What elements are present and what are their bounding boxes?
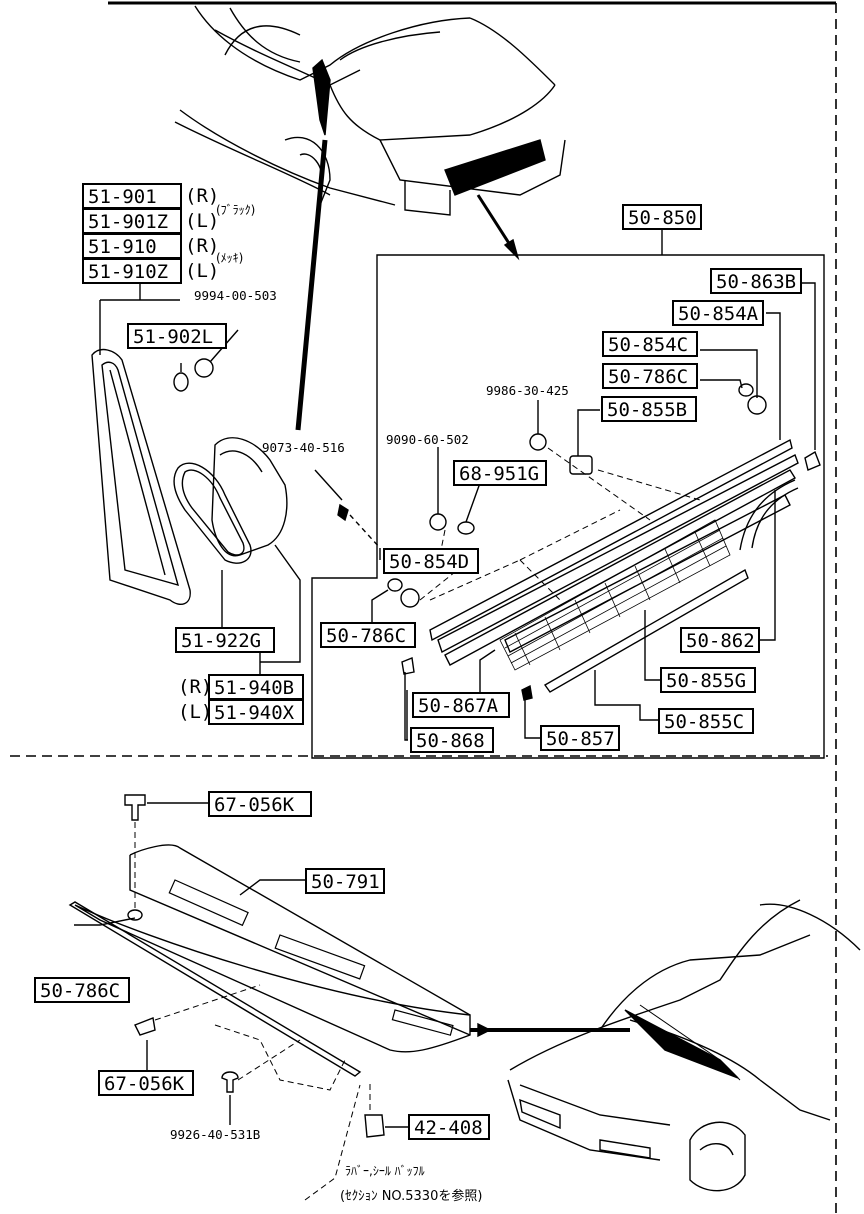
spacer-left-label: 50-786C	[320, 622, 416, 648]
reference-note-line2: (ｾｸｼｮﾝ NO.5330を参照)	[340, 1189, 483, 1204]
assembly-label: 50-850	[622, 204, 702, 230]
bracket-label: 50-863B	[710, 268, 802, 294]
side-l-label-3: (L)	[178, 701, 213, 723]
clip-top-label: 67-056K	[208, 791, 312, 817]
reference-note-line1: ﾗﾊﾞｰ,ｼｰﾙ ﾊﾞｯﾌﾙ	[345, 1164, 425, 1178]
seal-label: 51-922G	[175, 627, 275, 653]
clip-c-label: 50-855C	[658, 708, 754, 734]
molding-867a-label: 50-867A	[412, 692, 510, 718]
garnish-r-plated-label: 51-910	[82, 233, 182, 259]
clip-b-label: 50-855B	[601, 396, 697, 422]
garnish-l-black-label: 51-901Z	[82, 208, 182, 234]
side-r-label: (R)	[185, 185, 220, 207]
molding-a-label: 50-854A	[672, 300, 764, 326]
black-finish-note: (ﾌﾞﾗｯｸ)	[216, 203, 256, 217]
side-l-label-2: (L)	[185, 260, 220, 282]
molding-d-label: 50-854D	[383, 548, 479, 574]
nut2-part-code: 9090-60-502	[386, 432, 469, 447]
clip-g-label: 50-855G	[660, 667, 756, 693]
garnish-l-plated-label: 51-910Z	[82, 258, 182, 284]
grommet-part-code: 9926-40-531B	[170, 1127, 261, 1142]
clip-868-label: 50-868	[410, 727, 494, 753]
pin-857-label: 50-857	[540, 725, 620, 751]
seal-lower-label: 50-786C	[34, 977, 130, 1003]
cowl-label: 50-791	[305, 868, 385, 894]
nut-part-code: 9994-00-503	[194, 288, 277, 303]
washer-label: 51-902L	[127, 323, 227, 349]
garnish-r-black-label: 51-901	[82, 183, 182, 209]
side-r-label-2: (R)	[185, 235, 220, 257]
spacer-top-label: 50-786C	[602, 363, 698, 389]
lamp-l-label: 51-940X	[208, 699, 304, 725]
side-r-label-3: (R)	[178, 676, 213, 698]
washer2-label: 68-951G	[453, 460, 547, 486]
screw-part-code: 9986-30-425	[486, 383, 569, 398]
side-l-label: (L)	[185, 210, 220, 232]
molding-c-label: 50-854C	[602, 331, 698, 357]
molding-862-label: 50-862	[680, 627, 760, 653]
clip-part-code: 9073-40-516	[262, 440, 345, 455]
plated-finish-note: (ﾒｯｷ)	[216, 251, 244, 265]
nozzle-label: 42-408	[408, 1114, 490, 1140]
clip-bottom-label: 67-056K	[98, 1070, 194, 1096]
lamp-r-label: 51-940B	[208, 674, 304, 700]
